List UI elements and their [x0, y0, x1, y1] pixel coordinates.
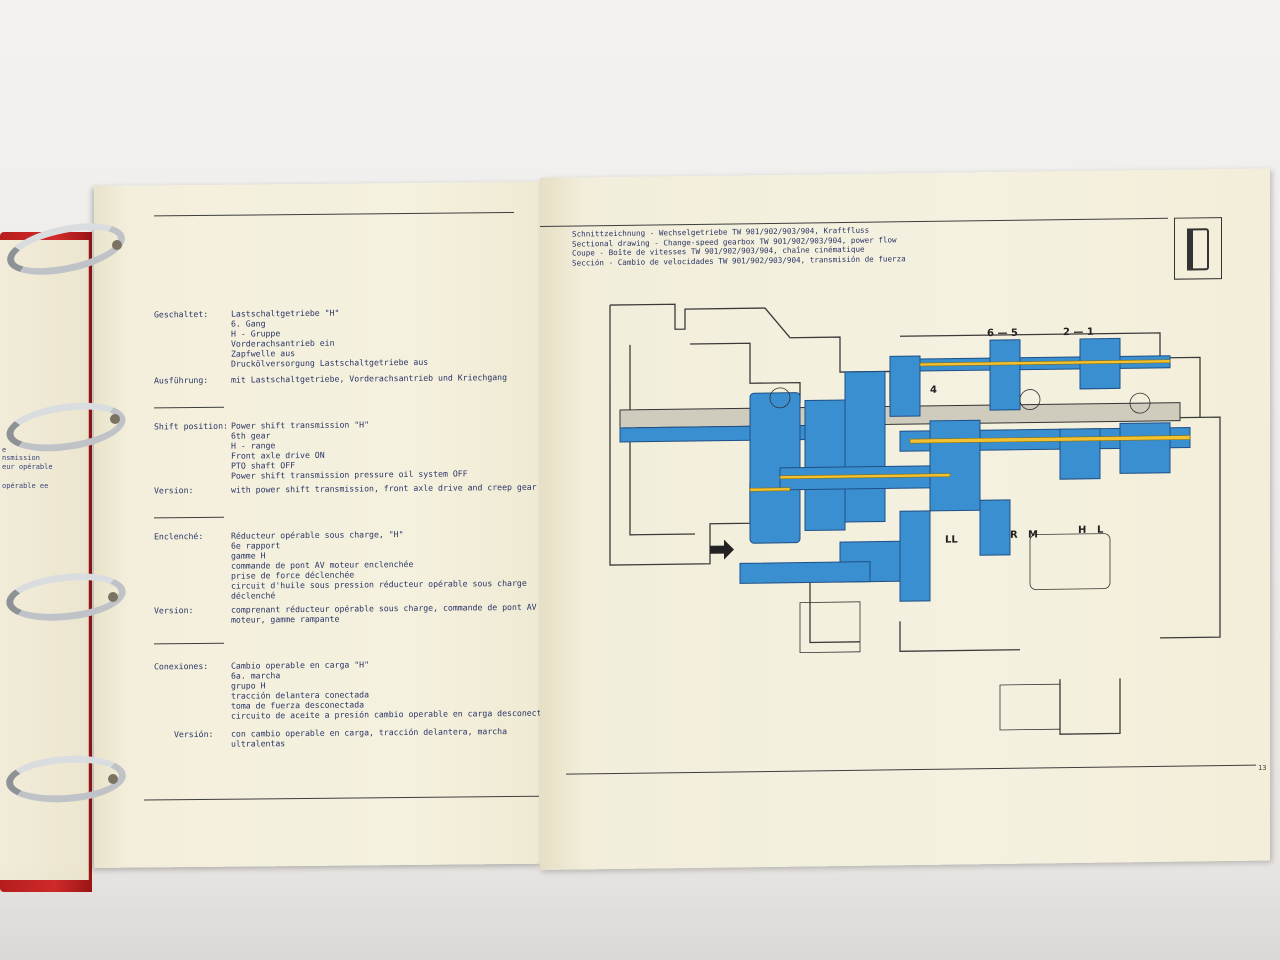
punch-hole [108, 774, 118, 784]
section-text: con cambio operable en carga, tracción d… [231, 726, 508, 749]
margin-fragment: e [2, 446, 7, 454]
section-label: Shift position: [154, 420, 228, 432]
margin-fragment: eur opérable [2, 463, 53, 471]
section-text: mit Lastschaltgetriebe, Vorderachsantrie… [231, 372, 508, 385]
section-rule [154, 642, 224, 645]
punch-hole [108, 592, 118, 602]
section-text: comprenant réducteur opérable sous charg… [231, 601, 537, 625]
chapter-tab-icon [1174, 217, 1222, 280]
punch-hole [112, 240, 122, 250]
section-label: Enclenché: [154, 530, 204, 542]
section-rule [154, 516, 224, 519]
section-label: Geschaltet: [154, 308, 209, 320]
previous-page-edge: e nsmission eur opérable opérable ee [0, 240, 89, 880]
top-rule [154, 211, 514, 217]
section-label: Ausführung: [154, 374, 209, 386]
section-label: Version: [154, 485, 194, 496]
label-r: R [1010, 530, 1018, 541]
margin-fragment: nsmission [2, 454, 40, 462]
label-l: L [1097, 525, 1104, 536]
power-flow-path [619, 337, 1191, 602]
section-label: Version: [154, 605, 194, 616]
section-label: Conexiones: [154, 660, 209, 672]
bottom-rule [144, 795, 539, 801]
punch-hole [110, 414, 120, 424]
right-page: Schnittzeichnung - Wechselgetriebe TW 90… [540, 168, 1270, 870]
page-number: 13 [1258, 764, 1267, 772]
bottom-rule [566, 764, 1256, 775]
section-rule [154, 406, 224, 409]
label-ll: LL [945, 535, 958, 546]
section-text: Réducteur opérable sous charge, "H"6e ra… [231, 529, 527, 601]
shadow [0, 860, 1280, 960]
gearbox-sectional-drawing: 6 — 5 2 — 1 4 LL R M H L [609, 303, 1221, 735]
section-label: Versión: [174, 728, 214, 740]
section-text: with power shift transmission, front axl… [231, 481, 537, 495]
left-page: Geschaltet: Lastschaltgetriebe "H"6. Gan… [94, 181, 556, 869]
label-6-5: 6 — 5 [987, 328, 1018, 339]
margin-fragment: opérable ee [2, 482, 49, 490]
label-h: H [1078, 525, 1086, 536]
label-4: 4 [930, 385, 937, 396]
label-m: M [1028, 529, 1038, 540]
figure-caption: Schnittzeichnung - Wechselgetriebe TW 90… [572, 225, 906, 268]
label-2-1: 2 — 1 [1063, 327, 1094, 338]
